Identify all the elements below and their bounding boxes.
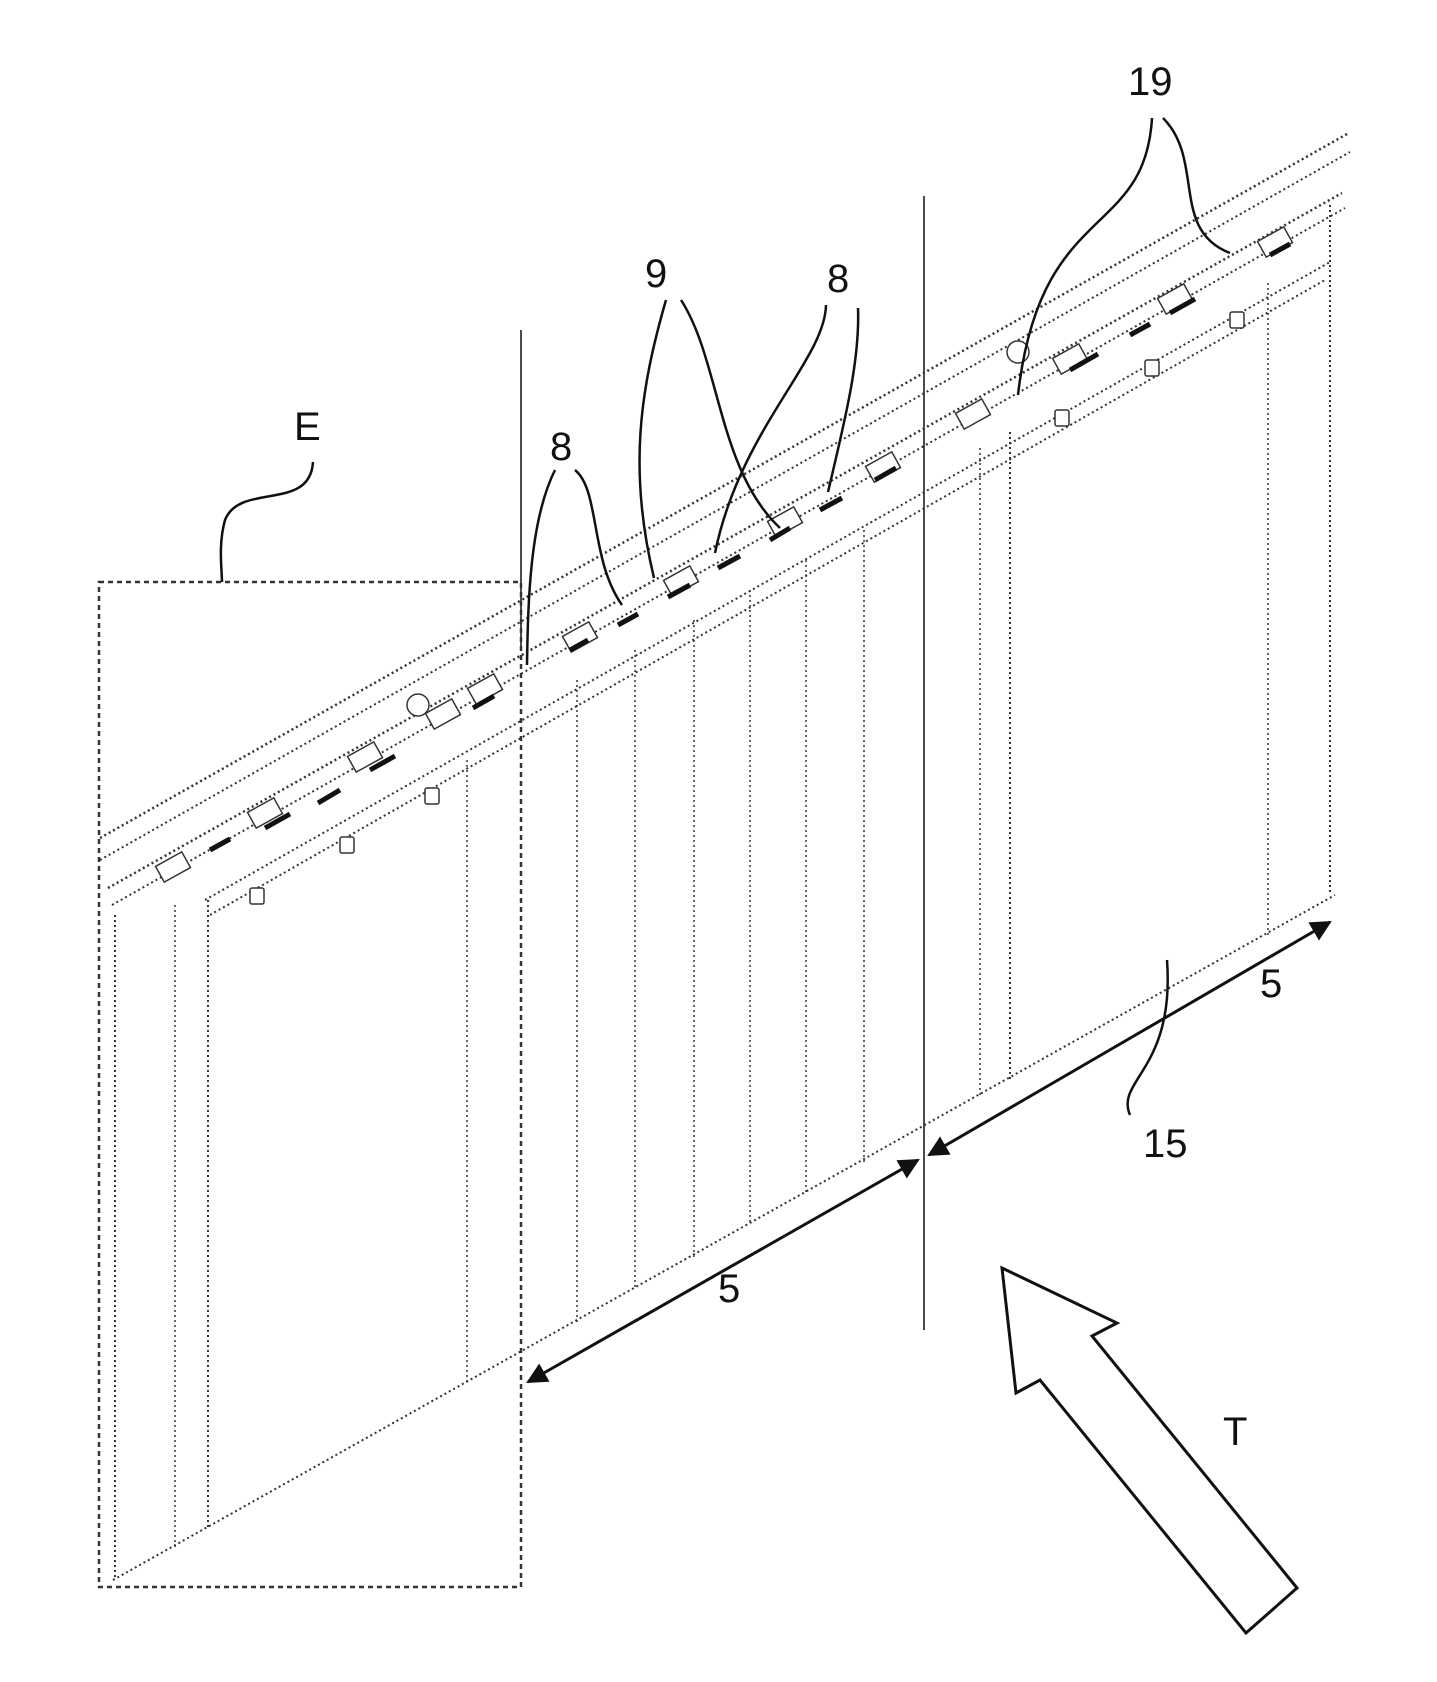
hanger-tabs — [250, 312, 1244, 904]
drive-segment — [618, 614, 638, 625]
dimension-arrows — [528, 922, 1330, 1382]
leader-9-b — [681, 300, 780, 528]
hanger-tab — [250, 888, 264, 904]
hanger-tab — [1055, 410, 1069, 426]
label-15: 15 — [1143, 1122, 1188, 1166]
hanger-tab — [340, 837, 354, 853]
label-8-right: 8 — [827, 257, 849, 301]
rail-edge-2 — [100, 152, 1350, 860]
middle-panel-strips — [577, 530, 864, 1323]
label-19: 19 — [1128, 60, 1173, 104]
transport-arrow-shape — [1002, 1268, 1297, 1633]
carriage — [563, 622, 598, 652]
leader-8-left-a — [527, 470, 555, 665]
label-e: E — [294, 405, 321, 449]
reference-labels: E 8 9 8 19 15 5 5 T — [294, 60, 1282, 1454]
leader-8-right-b — [828, 308, 858, 492]
top-rail — [100, 134, 1350, 915]
detail-box-frame — [99, 582, 521, 1587]
hanger-tab — [425, 788, 439, 804]
hanger-tab — [1230, 312, 1244, 328]
transport-arrow — [1002, 1268, 1297, 1633]
hanger-tab — [1145, 360, 1159, 376]
leader-9-a — [639, 300, 666, 578]
leader-8-right-a — [715, 305, 826, 553]
leader-19-a — [1018, 118, 1152, 395]
drive-segment — [318, 790, 340, 803]
label-5-upper: 5 — [1260, 962, 1282, 1006]
label-8-left: 8 — [550, 425, 572, 469]
detail-box-e — [99, 582, 521, 1587]
label-5-lower: 5 — [718, 1267, 740, 1311]
rail-edge-3 — [108, 193, 1342, 888]
left-panel — [115, 760, 467, 1580]
dimension-arrow-upper — [929, 922, 1330, 1155]
drive-segment — [1130, 324, 1150, 335]
label-t: T — [1223, 1410, 1247, 1454]
drive-segment — [718, 556, 740, 568]
leader-e — [221, 462, 313, 582]
rail-edge-1 — [100, 134, 1347, 838]
rail-edge-4 — [112, 208, 1345, 905]
leader-lines — [221, 118, 1230, 1115]
label-9: 9 — [645, 252, 667, 296]
leader-8-left-b — [575, 470, 622, 605]
pulley — [407, 694, 429, 716]
drive-segment — [210, 839, 230, 850]
